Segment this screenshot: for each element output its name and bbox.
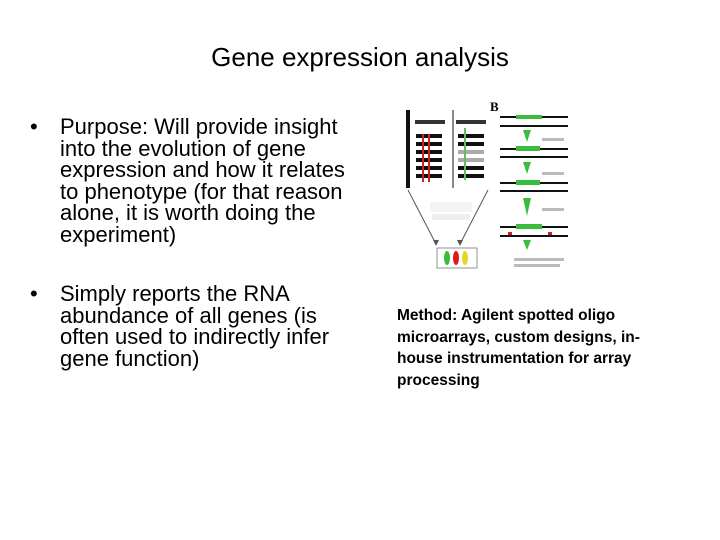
array-spots <box>436 247 478 269</box>
microarray-diagram: B <box>404 98 572 278</box>
gel-lanes <box>406 110 486 188</box>
yellow-spot <box>462 251 468 265</box>
panel-letter: B <box>490 99 499 114</box>
bullet-rna-abundance: • Simply reports the RNA abundance of al… <box>28 283 358 369</box>
bullet-list: • Purpose: Will provide insight into the… <box>28 116 358 369</box>
method-note: Method: Agilent spotted oligo microarray… <box>397 307 640 389</box>
funnel-arrows <box>407 189 489 246</box>
bullet-dot-icon: • <box>30 281 38 306</box>
red-spot <box>453 251 459 265</box>
slide-title: Gene expression analysis <box>211 42 509 72</box>
bullet-text: Purpose: Will provide insight into the e… <box>60 114 345 247</box>
bullet-text: Simply reports the RNA abundance of all … <box>60 281 330 371</box>
bullet-dot-icon: • <box>30 114 38 139</box>
hybridization-steps <box>500 115 568 267</box>
green-spot <box>444 251 450 265</box>
bullet-purpose: • Purpose: Will provide insight into the… <box>28 116 358 245</box>
